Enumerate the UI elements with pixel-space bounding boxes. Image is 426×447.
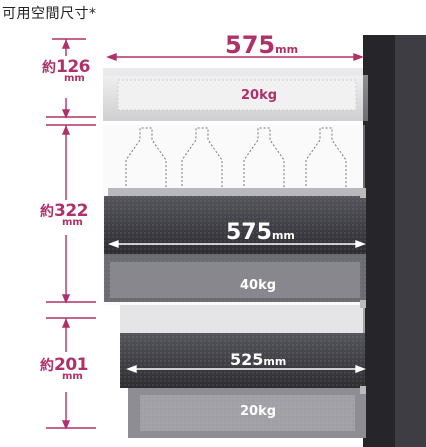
top-drawer [103, 68, 368, 121]
bottom-drawer [120, 305, 366, 438]
bottom-width-arrow [126, 364, 366, 374]
top-width-label: 575mm [225, 31, 299, 59]
top-width-arrow [106, 52, 364, 62]
middle-drawer [103, 125, 366, 305]
page-title: 可用空間尺寸* [2, 6, 97, 22]
middle-width-label: 575mm [226, 220, 295, 245]
top-load-label: 20kg [241, 88, 278, 103]
height-label-top: 約126 mm [42, 57, 91, 84]
middle-width-arrow [108, 239, 366, 249]
bottom-width-label: 525mm [230, 350, 287, 369]
height-dimension-lines [46, 38, 96, 430]
middle-load-label: 40kg [240, 278, 277, 293]
bottom-load-label: 20kg [240, 404, 277, 419]
height-label-bottom: 約201 mm [40, 355, 89, 382]
height-label-middle: 約322 mm [40, 201, 89, 228]
